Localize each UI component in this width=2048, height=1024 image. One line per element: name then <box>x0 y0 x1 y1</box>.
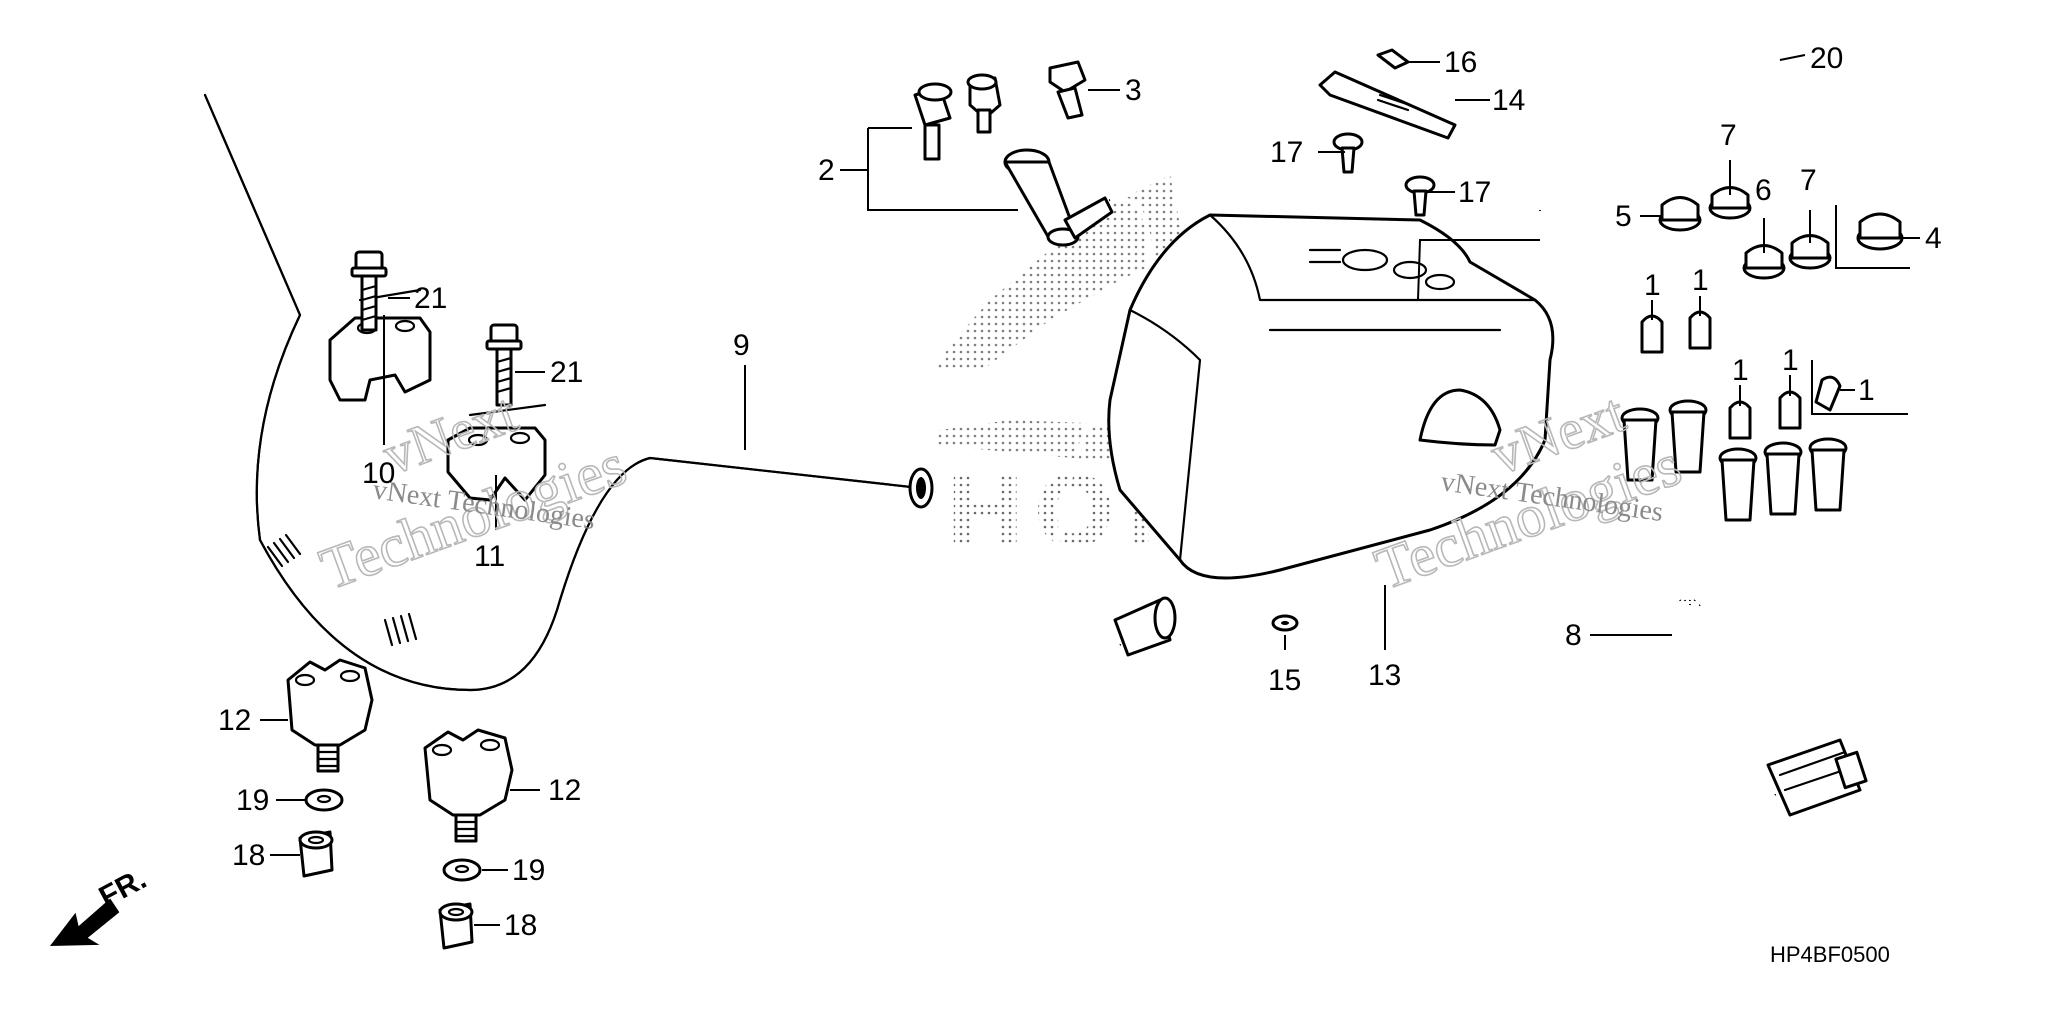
callout-18-b: 18 <box>504 909 537 942</box>
knurl-band-left <box>266 533 302 568</box>
callout-19-a: 19 <box>236 784 269 817</box>
diagram-code: HP4BF0500 <box>1770 942 1890 967</box>
callout-1-d: 1 <box>1782 344 1799 377</box>
front-direction-marker: FR. <box>49 862 152 947</box>
bulb-1-d <box>1778 390 1802 430</box>
callout-9: 9 <box>733 329 750 362</box>
washer-19-right <box>442 858 482 882</box>
ignition-wire <box>1052 196 1177 664</box>
callout-21-b: 21 <box>550 356 583 389</box>
nut-18-right <box>438 902 474 950</box>
lower-holder-12-left <box>286 658 374 773</box>
callout-12-a: 12 <box>218 704 251 737</box>
callout-1-b: 1 <box>1692 264 1709 297</box>
screw-17-left <box>1332 132 1364 174</box>
bracket-lens-group <box>1835 205 1910 269</box>
callout-6: 6 <box>1755 174 1772 207</box>
front-arrow-icon <box>49 898 120 947</box>
ignition-switch-body <box>1003 148 1114 247</box>
bolt-21-right <box>485 323 523 407</box>
callout-3: 3 <box>1125 74 1142 107</box>
lower-holder-12-right <box>423 728 514 843</box>
callout-12-b: 12 <box>548 774 581 807</box>
ignition-cap-3 <box>1048 60 1087 120</box>
leader-lines <box>260 54 1920 926</box>
lens-4 <box>1856 212 1904 251</box>
callout-7-b: 7 <box>1800 164 1817 197</box>
callout-labels: 1 1 1 1 1 2 3 4 5 6 7 7 8 9 10 11 12 12 … <box>218 42 1942 942</box>
washer-19-left <box>304 788 344 812</box>
callout-1-a: 1 <box>1644 269 1661 302</box>
socket-row <box>1620 399 1848 522</box>
clip-16 <box>1376 48 1410 70</box>
callout-5: 5 <box>1615 200 1632 233</box>
bracket-bulb-group <box>1811 360 1908 415</box>
nut-18-left <box>298 830 334 878</box>
lens-7-right <box>1788 234 1832 270</box>
callout-4: 4 <box>1925 222 1942 255</box>
callout-14: 14 <box>1492 84 1525 117</box>
lens-6 <box>1742 244 1786 280</box>
bulb-1-c <box>1728 400 1752 440</box>
callout-1-e: 1 <box>1858 374 1875 407</box>
callout-7-a: 7 <box>1720 119 1737 152</box>
tube-20 <box>1536 56 1782 212</box>
screw-17-right <box>1404 175 1436 217</box>
callout-2: 2 <box>818 154 835 187</box>
callout-20: 20 <box>1810 42 1843 75</box>
lens-7-left <box>1708 186 1752 220</box>
upper-holder-11 <box>446 403 547 502</box>
callout-16: 16 <box>1444 46 1477 79</box>
wire-harness-8 <box>1620 399 1868 851</box>
handlebar-cover-13 <box>1107 213 1555 580</box>
lens-5 <box>1658 196 1702 232</box>
callout-19-b: 19 <box>512 854 545 887</box>
bulb-1-e <box>1814 375 1842 412</box>
harness-connector <box>1766 738 1868 817</box>
bulb-1-b <box>1688 310 1712 350</box>
cover-lid-14 <box>1318 70 1457 140</box>
bolt-21-left <box>350 250 388 332</box>
knurl-band-right <box>383 612 418 647</box>
callout-13: 13 <box>1368 659 1401 692</box>
callout-15: 15 <box>1268 664 1301 697</box>
upper-holder-10 <box>328 288 432 402</box>
callout-10: 10 <box>362 457 395 490</box>
handlebar <box>203 93 934 692</box>
callout-1-c: 1 <box>1732 354 1749 387</box>
callout-17-a: 17 <box>1270 136 1303 169</box>
callout-11: 11 <box>474 540 505 573</box>
grommet-15 <box>1271 614 1299 632</box>
callout-17-b: 17 <box>1458 176 1491 209</box>
bulb-1-a <box>1640 314 1664 354</box>
callout-21-a: 21 <box>414 282 447 315</box>
ignition-key-set <box>913 73 1002 161</box>
callout-18-a: 18 <box>232 839 265 872</box>
callout-8: 8 <box>1565 619 1582 652</box>
